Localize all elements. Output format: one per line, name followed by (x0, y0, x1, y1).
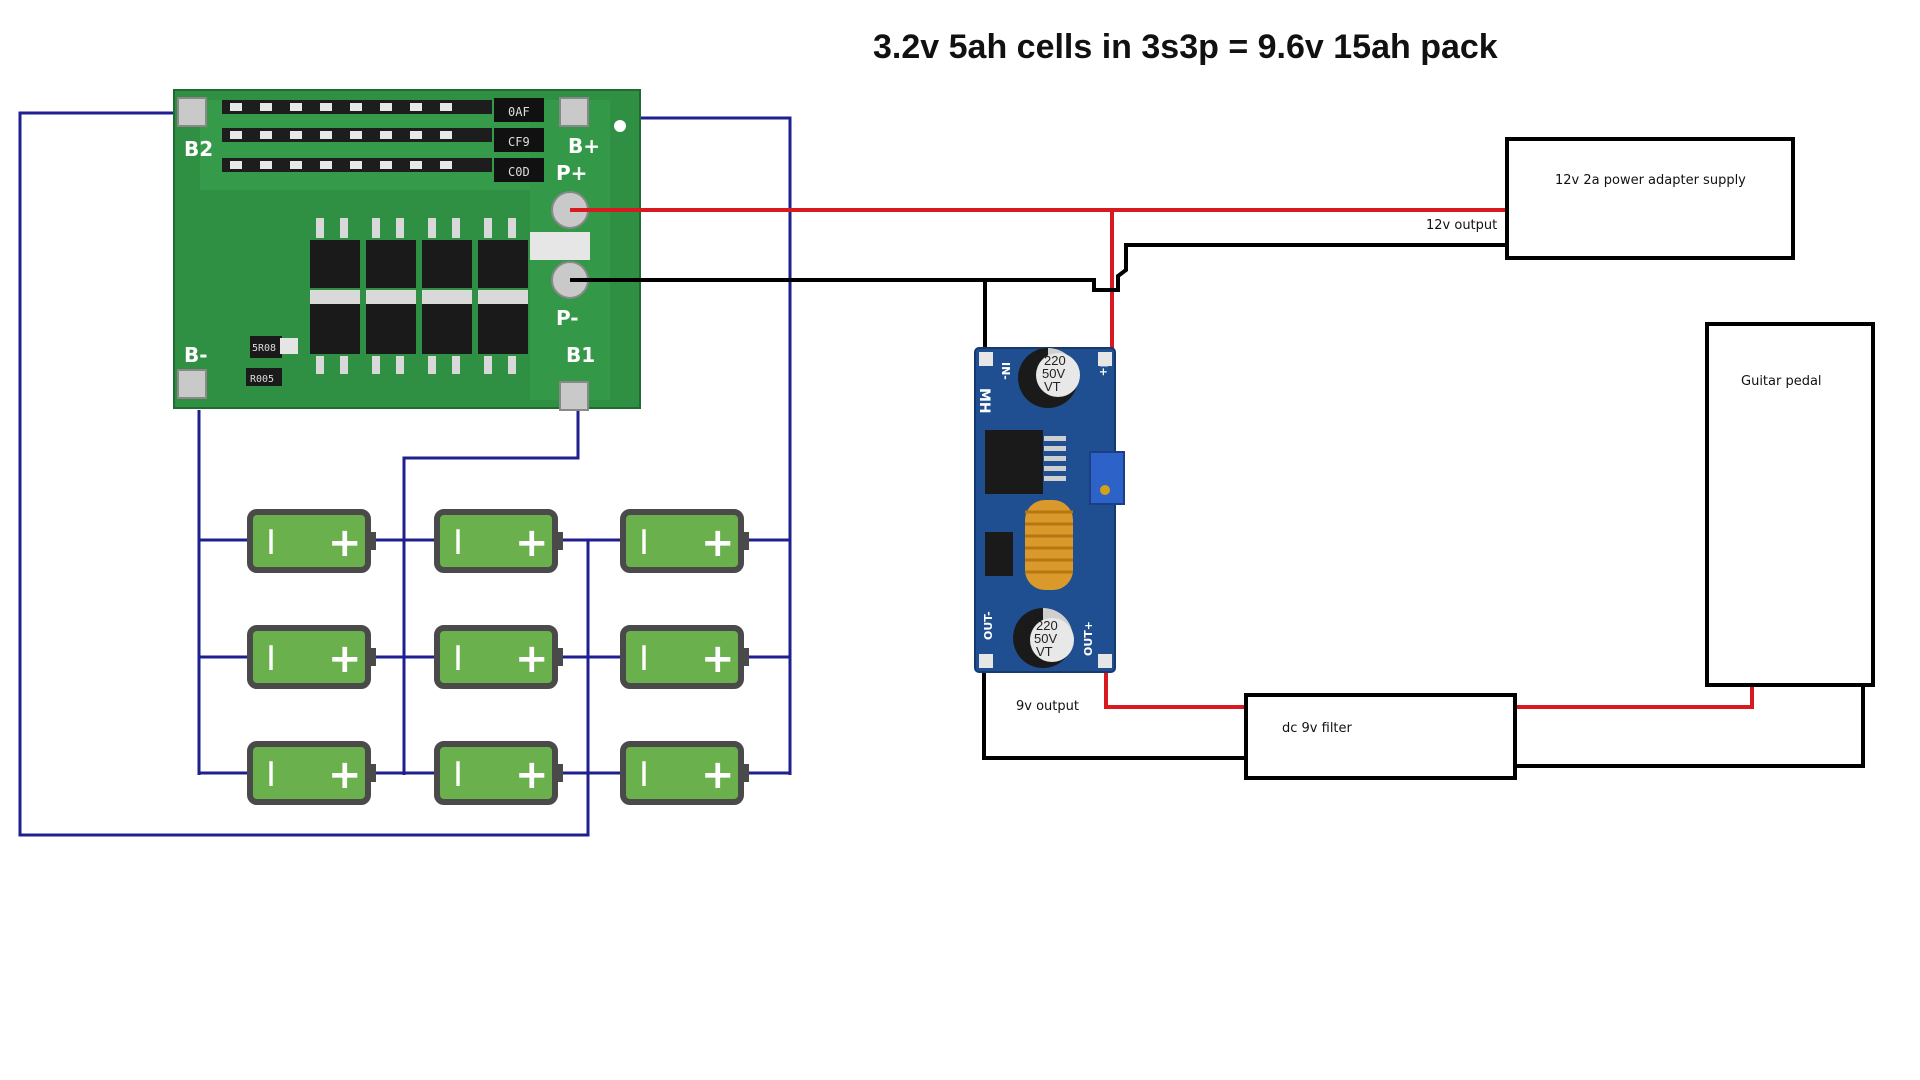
dc-filter-box: dc 9v filter (1244, 693, 1517, 780)
cell-negative-terminal: I (453, 639, 463, 679)
cell-negative-terminal: I (453, 755, 463, 795)
battery-cell: I+ (247, 509, 376, 573)
battery-pack: I+I+I+I+I+I+I+I+I+ (247, 509, 749, 805)
cell-positive-terminal: + (328, 752, 362, 798)
pad-b1 (559, 381, 589, 411)
cell-positive-terminal: + (701, 520, 735, 566)
cell-negative-terminal: I (453, 523, 463, 563)
pad-b-plus (559, 97, 589, 127)
pin-in-minus: IN- (999, 362, 1012, 380)
battery-cell: I+ (247, 741, 376, 805)
cell-negative-terminal: I (639, 523, 649, 563)
wire-b-plus (572, 116, 792, 775)
battery-cell: I+ (620, 741, 749, 805)
battery-cell: I+ (434, 625, 563, 689)
power-adapter-box: 12v 2a power adapter supply (1505, 137, 1795, 260)
part-5r08: 5R08 (252, 343, 276, 354)
cell-negative-terminal: I (266, 639, 276, 679)
cell-negative-terminal: I (266, 755, 276, 795)
power-wiring (570, 208, 1865, 768)
label-p-plus: P+ (556, 161, 587, 185)
cell-positive-terminal: + (515, 636, 549, 682)
guitar-pedal-box: Guitar pedal (1705, 322, 1875, 687)
cell-positive-terminal: + (328, 636, 362, 682)
pad-b2 (177, 97, 207, 127)
cap-bottom-vt: VT (1036, 644, 1053, 659)
cell-negative-terminal: I (266, 523, 276, 563)
dc-filter-label: dc 9v filter (1282, 721, 1352, 736)
cell-negative-terminal: I (639, 639, 649, 679)
battery-cell: I+ (434, 509, 563, 573)
cell-positive-terminal: + (328, 520, 362, 566)
buck-converter: 220 50V VT 220 50V VT IN- IN+ OUT- OUT+ … (974, 347, 1125, 673)
wire-p-minus (570, 243, 1510, 292)
cell-positive-terminal: + (515, 752, 549, 798)
cap-top-220: 220 (1044, 353, 1066, 368)
cap-bottom-220: 220 (1036, 618, 1058, 633)
pad-b-minus (177, 369, 207, 399)
battery-cell: I+ (620, 625, 749, 689)
brand-mh: MH (976, 388, 992, 414)
label-b-minus: B- (184, 343, 208, 367)
wire-pedal-positive (1516, 686, 1754, 709)
cap-top-vt: VT (1044, 379, 1061, 394)
cap-bottom-50v: 50V (1034, 631, 1057, 646)
adapter-output-label: 12v output (1426, 218, 1498, 233)
bms-chips: 0AF CF9 C0D (494, 98, 544, 182)
cap-top-50v: 50V (1042, 366, 1065, 381)
cell-positive-terminal: + (515, 520, 549, 566)
battery-wiring (18, 111, 792, 837)
chip-label-1: 0AF (508, 105, 530, 119)
label-b2: B2 (184, 137, 213, 161)
cell-positive-terminal: + (701, 752, 735, 798)
bms-board: 0AF CF9 C0D 5R08 R005 (173, 89, 641, 411)
battery-cell: I+ (434, 741, 563, 805)
chip-label-3: C0D (508, 165, 530, 179)
cell-negative-terminal: I (639, 755, 649, 795)
wire-pedal-negative (1516, 684, 1865, 768)
power-adapter-label: 12v 2a power adapter supply (1555, 173, 1746, 188)
cell-positive-terminal: + (701, 636, 735, 682)
buck-output-label: 9v output (1016, 699, 1079, 714)
wire-buck-out-positive (1104, 668, 1246, 709)
part-r005: R005 (250, 374, 274, 385)
wire-b1 (402, 400, 580, 775)
battery-cell: I+ (620, 509, 749, 573)
diagram-title: 3.2v 5ah cells in 3s3p = 9.6v 15ah pack (873, 28, 1498, 66)
label-b1: B1 (566, 343, 595, 367)
pin-out-plus: OUT+ (1082, 621, 1095, 656)
wire-buck-out-negative (982, 668, 1246, 760)
label-b-plus: B+ (568, 134, 600, 158)
pin-out-minus: OUT- (982, 611, 995, 640)
label-p-minus: P- (556, 306, 579, 330)
chip-label-2: CF9 (508, 135, 530, 149)
battery-cell: I+ (247, 625, 376, 689)
guitar-pedal-label: Guitar pedal (1741, 374, 1822, 389)
